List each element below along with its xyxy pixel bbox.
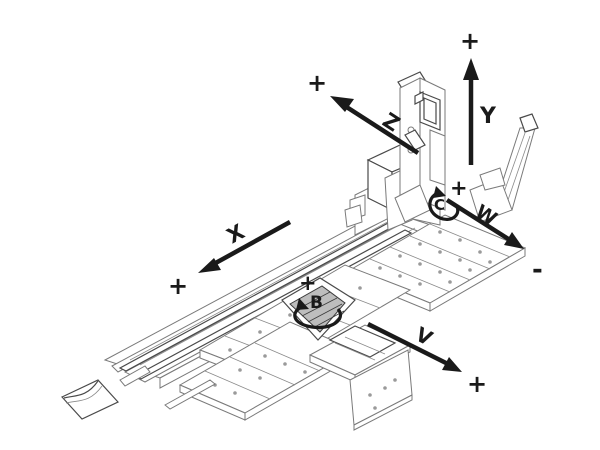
z-axis-plus-sign: + [307,69,327,97]
v-table [308,324,413,431]
machine-column [344,71,446,236]
machine-drawing [61,71,539,431]
x-axis-arrow [198,220,292,273]
y-axis-arrow [463,58,479,165]
v-axis-arrow [366,321,462,372]
c-rotation-arrow [428,186,460,221]
w-axis-minus-sign: - [532,255,543,285]
y-axis-label: Y [479,104,497,129]
v-axis-plus-sign: + [467,370,487,398]
x-axis-plus-sign: + [168,272,188,300]
z-axis-arrow [330,96,420,155]
b-rotation-arrow [293,298,342,330]
rotary-table-b [281,277,356,341]
b-rotation-label: B [310,293,323,313]
b-rotation-plus-sign: + [299,271,317,295]
c-rotation-plus-sign: + [450,176,468,200]
y-axis-plus-sign: + [460,27,480,55]
loose-parts [61,365,216,420]
c-rotation-label: C [434,196,445,214]
chip-conveyor [469,113,539,223]
x-axis-label: X [223,220,249,249]
